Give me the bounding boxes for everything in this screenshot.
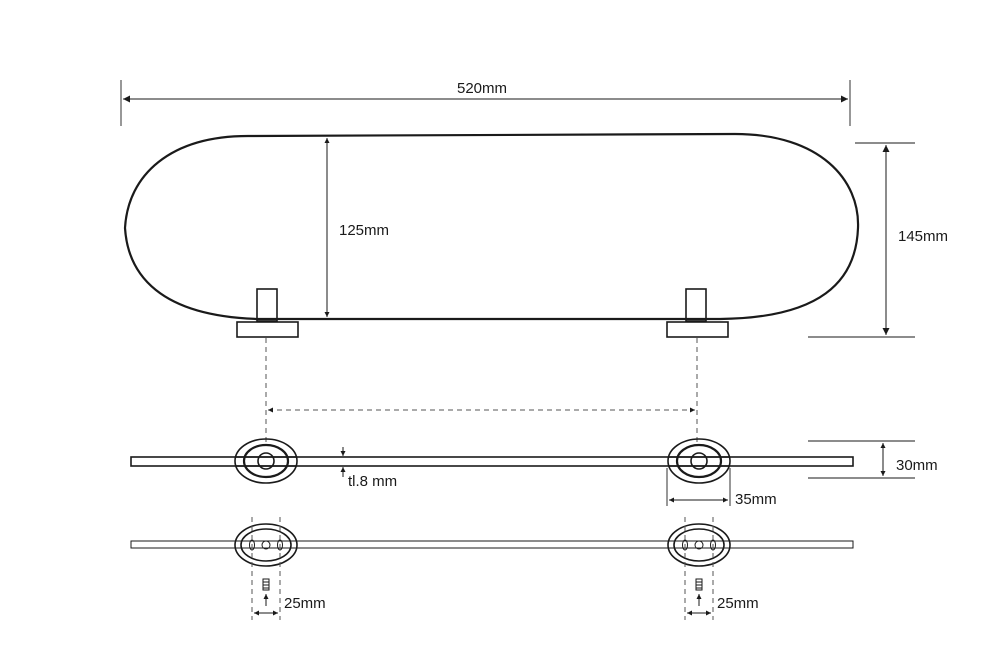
glass-shelf-side xyxy=(130,456,854,467)
bottom-view: 25mm 25mm xyxy=(130,517,854,620)
center-lines xyxy=(265,338,698,445)
bracket-right-front xyxy=(667,438,731,484)
dimension-overall-width: 520mm xyxy=(457,80,507,97)
shelf-outline xyxy=(123,132,860,321)
glass-shelf-bottom xyxy=(130,540,854,549)
dimension-overall-depth: 145mm xyxy=(898,228,948,245)
bracket-left-top xyxy=(236,288,299,338)
fixing-left: 25mm xyxy=(251,517,326,620)
fixing-right: 25mm xyxy=(684,517,759,620)
dimension-glass-thickness: tl.8 mm xyxy=(348,473,397,490)
front-view: tl.8 mm 30mm 35mm xyxy=(130,438,938,508)
dimension-bracket-width: 35mm xyxy=(735,491,777,508)
dimension-shelf-depth: 125mm xyxy=(339,222,389,239)
top-view: 520mm 125mm 145mm xyxy=(120,80,948,338)
dimension-fixing-left: 25mm xyxy=(284,595,326,612)
mounting-plate-left xyxy=(234,523,298,567)
bracket-right-top xyxy=(666,288,729,338)
mounting-plate-right xyxy=(667,523,731,567)
dimension-bracket-height: 30mm xyxy=(896,457,938,474)
bracket-left-front xyxy=(234,438,298,484)
dimension-fixing-right: 25mm xyxy=(717,595,759,612)
